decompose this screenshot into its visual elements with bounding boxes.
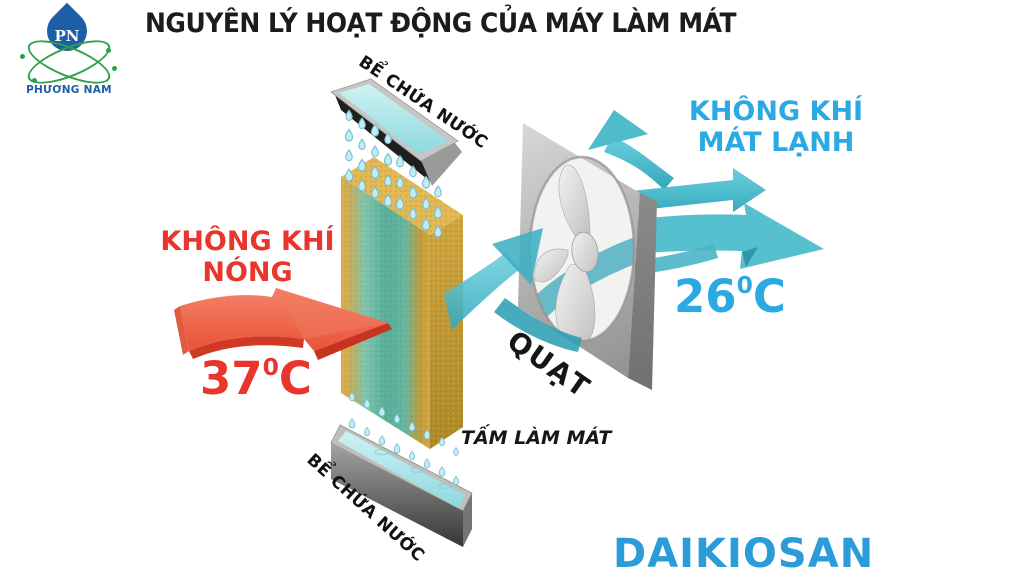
cold-temperature: 260C [674, 270, 786, 323]
hot-temp-unit: C [278, 352, 312, 405]
hot-air-label: KHÔNG KHÍ NÓNG [150, 226, 345, 289]
hot-temp-degree: 0 [262, 353, 279, 382]
hot-air-arrow [174, 288, 392, 360]
hot-temperature: 370C [200, 352, 312, 405]
cool-air-arrow-in [444, 228, 582, 352]
phuong-nam-logo: PN PHƯƠNG NAM [14, 2, 124, 106]
bottom-water-tank [330, 424, 473, 547]
cold-air-label-line2: MÁT LẠNH [697, 127, 855, 159]
hot-temp-value: 37 [200, 352, 263, 405]
page-title: NGUYÊN LÝ HOẠT ĐỘNG CỦA MÁY LÀM MÁT [145, 8, 737, 39]
orbit-dot-icon [20, 54, 25, 59]
daikiosan-logo: DAIKIOSAN [613, 531, 875, 577]
cold-air-label: KHÔNG KHÍ MÁT LẠNH [686, 96, 866, 159]
orbit-dot-icon [112, 66, 117, 71]
logo-initials: PN [54, 27, 80, 45]
logo-company-name: PHƯƠNG NAM [26, 84, 112, 96]
hot-air-label-line2: NÓNG [202, 257, 293, 289]
top-water-tank [330, 78, 462, 186]
fan-interior [530, 157, 634, 341]
orbit-dot-icon [32, 78, 37, 83]
cold-temp-unit: C [752, 270, 786, 323]
cold-temp-value: 26 [674, 270, 737, 323]
cold-air-label-line1: KHÔNG KHÍ [688, 96, 864, 127]
cold-temp-degree: 0 [736, 271, 753, 300]
hot-air-label-line1: KHÔNG KHÍ [160, 226, 335, 257]
cooling-pad-label: TẤM LÀM MÁT [461, 427, 612, 449]
orbit-dot-icon [106, 48, 111, 53]
fan [518, 123, 657, 390]
